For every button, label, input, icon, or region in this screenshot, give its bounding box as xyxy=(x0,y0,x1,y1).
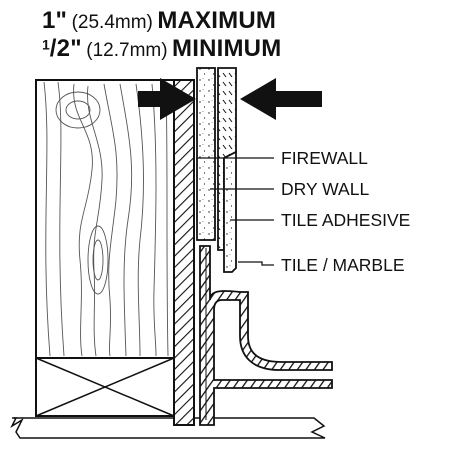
label-firewall: FIREWALL xyxy=(281,148,368,168)
max-value: 1" xyxy=(42,7,68,34)
min-label: MINIMUM xyxy=(172,35,282,62)
max-thickness-label: 1" (25.4mm) MAXIMUM xyxy=(42,9,276,33)
bottom-plate xyxy=(35,357,175,417)
shower-pan xyxy=(199,245,333,426)
tile-marble-layer xyxy=(223,150,237,273)
label-tile-marble: TILE / MARBLE xyxy=(281,255,405,275)
min-denominator: 2" xyxy=(56,35,82,62)
min-slash: / xyxy=(49,35,57,62)
leader-lines xyxy=(196,157,274,266)
wood-stud xyxy=(35,79,175,359)
floor-line xyxy=(10,417,326,439)
max-label: MAXIMUM xyxy=(157,7,277,34)
min-thickness-label: 1/2" (12.7mm) MINIMUM xyxy=(42,37,281,61)
leader-tile-marble xyxy=(238,261,274,266)
label-tile-adhesive: TILE ADHESIVE xyxy=(281,210,411,230)
firewall-layer xyxy=(173,79,195,426)
left-arrow xyxy=(138,78,196,120)
dry-wall-layer xyxy=(196,67,216,241)
right-arrow xyxy=(240,78,322,120)
label-dry-wall: DRY WALL xyxy=(281,179,370,199)
min-numerator: 1 xyxy=(42,36,50,53)
max-metric: (25.4mm) xyxy=(71,12,153,33)
min-metric: (12.7mm) xyxy=(86,40,168,61)
